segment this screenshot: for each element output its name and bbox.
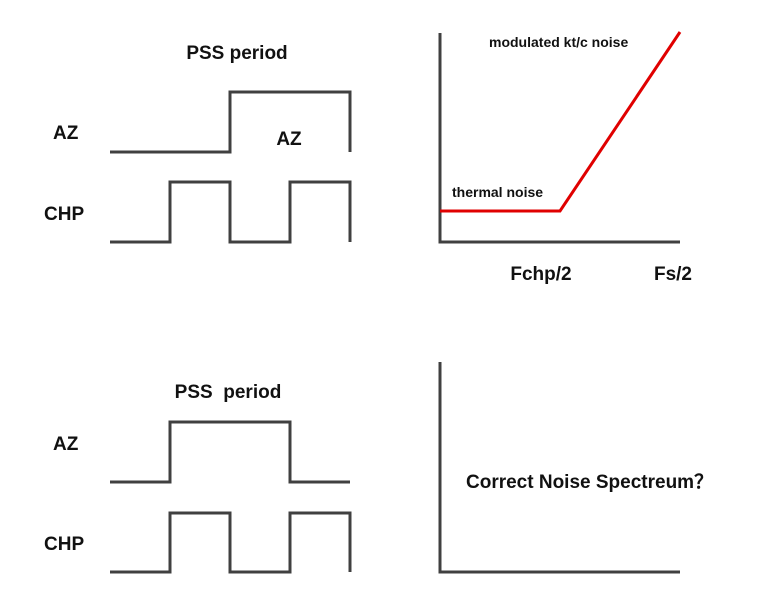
top-az-label: AZ	[53, 123, 79, 144]
top-chp-waveform	[110, 180, 352, 244]
bottom-chp-waveform	[110, 511, 352, 574]
top-timing-diagram: PSS period AZ AZ CHP	[44, 43, 352, 244]
top-az-pulse-label: AZ	[276, 129, 302, 150]
top-chp-label: CHP	[44, 204, 84, 225]
modulated-noise-label: modulated kt/c noise	[489, 34, 628, 50]
top-title: PSS period	[186, 43, 287, 64]
bottom-noise-spectrum: Correct Noise Spectreum？	[438, 362, 713, 574]
x-tick-fchp: Fchp/2	[510, 264, 571, 285]
spectrum-question: Correct Noise Spectreum？	[466, 472, 713, 493]
x-tick-fs: Fs/2	[654, 264, 692, 285]
noise-curve	[440, 31, 682, 213]
bottom-title: PSS period	[175, 382, 282, 403]
thermal-noise-label: thermal noise	[452, 184, 543, 200]
bottom-az-waveform	[110, 420, 350, 484]
bottom-spectrum-axes	[438, 362, 680, 574]
bottom-az-label: AZ	[53, 434, 79, 455]
top-noise-spectrum: modulated kt/c noise thermal noise Fchp/…	[438, 31, 692, 285]
bottom-timing-diagram: PSS period AZ CHP	[44, 382, 352, 574]
bottom-chp-label: CHP	[44, 534, 84, 555]
top-spectrum-axes	[438, 33, 680, 244]
top-az-waveform	[110, 90, 352, 154]
